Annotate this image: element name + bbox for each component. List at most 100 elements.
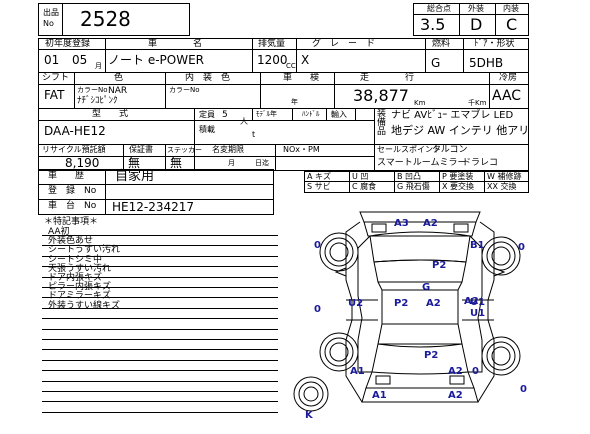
type-label: 型 式: [92, 109, 129, 119]
reg-year: 01: [44, 53, 60, 67]
legend-item: XX 交換: [487, 182, 517, 191]
damage-mark: K: [305, 410, 314, 421]
damage-mark: 0: [472, 366, 479, 377]
recycle-value: 8,190: [65, 156, 100, 170]
damage-mark: A1: [350, 366, 365, 377]
inspection-label: 車 検: [283, 73, 320, 83]
sales-label: セールスポイント: [377, 145, 441, 154]
note-line: 天張うすい汚れ: [48, 263, 112, 274]
nox-label: NOx・PM: [283, 145, 320, 154]
sen-km-unit: 千Km: [468, 99, 487, 107]
model-year-label: ﾓﾃﾞﾙ年: [256, 110, 277, 118]
disp-label: 排気量: [258, 39, 286, 49]
damage-mark: G: [422, 282, 430, 293]
person-unit: 人: [240, 117, 248, 126]
sales-line-2: スマートルームミラー: [377, 158, 467, 168]
load-unit: t: [252, 130, 256, 139]
note-line: ピラー内張キズ: [48, 282, 112, 293]
lot-label: 出品 No: [43, 8, 59, 28]
damage-mark: P2: [424, 350, 438, 361]
lot-number: 2528: [80, 7, 131, 31]
color-label: 色: [114, 73, 124, 83]
shift-label: シフト: [42, 73, 70, 83]
legend-item: P 要塗装: [442, 172, 474, 181]
note-line: 外装うすい線キズ: [48, 300, 121, 311]
legend-item: C 腐食: [352, 182, 377, 191]
year-unit: 年: [291, 98, 298, 106]
import-label: 輸入: [331, 110, 347, 119]
model-value: ノート e-POWER: [108, 53, 204, 67]
equip-line-2: 地デジ AW インテリ 他アリ: [391, 124, 530, 137]
color-no-label: カラーNo: [77, 86, 108, 94]
disp-unit: CC: [286, 62, 296, 70]
int-color-label: 内 装 色: [185, 73, 231, 83]
lot-box: [38, 3, 190, 36]
sales-line-3: ドラレコ: [462, 158, 499, 168]
km-unit: Km: [414, 99, 426, 107]
note-line: ドアミラーキズ: [48, 291, 111, 302]
history-label: 車 歴: [48, 171, 85, 181]
damage-mark: U2: [348, 298, 363, 309]
mileage-label: 走 行: [360, 73, 415, 83]
door-value: 5DHB: [469, 56, 504, 70]
damage-mark: A2: [423, 218, 438, 229]
legend-item: G 飛石傷: [397, 182, 430, 191]
legend-item: U 凹: [352, 172, 369, 181]
reg-no-label: 登 録 No: [48, 186, 97, 196]
handle-label: ﾊﾝﾄﾞﾙ: [302, 110, 320, 118]
sticker-value: 無: [170, 156, 183, 170]
door-label: ﾄﾞｱ・形状: [474, 39, 515, 49]
grade-label: グ レ ー ド: [312, 39, 376, 49]
mileage-value: 38,877: [353, 86, 409, 105]
equip-label: 装備品: [377, 109, 387, 137]
interior-value: C: [506, 15, 518, 34]
damage-mark: A2: [448, 366, 463, 377]
name-change-month-unit: 月: [228, 159, 235, 167]
equip-line-1: ナビ AVﾋﾞｭｰ エマブレ LED: [391, 110, 514, 121]
history-table: [38, 169, 274, 215]
damage-mark: B1: [470, 240, 485, 251]
sales-line-1: クルコン: [432, 145, 468, 155]
exterior-label: 外装: [468, 4, 484, 13]
damage-mark: P2: [394, 298, 408, 309]
info-table: [38, 38, 529, 171]
note-line: ドア内張キズ: [48, 273, 103, 283]
month-unit: 月: [95, 62, 102, 70]
shift-value: FAT: [44, 88, 65, 102]
model-label: 車 名: [148, 39, 203, 49]
name-change-label: 名変期限: [212, 145, 244, 154]
legend-item: B 凹凸: [397, 172, 422, 181]
interior-label: 内装: [503, 4, 519, 13]
damage-mark: U1: [470, 308, 485, 319]
note-line: シートシミ中: [48, 254, 103, 265]
exterior-value: D: [470, 15, 483, 34]
damage-mark: A2: [426, 298, 441, 309]
legend-item: A キズ: [307, 172, 332, 181]
legend-table: [304, 171, 529, 193]
damage-mark: 0: [314, 304, 321, 315]
legend-item: W 補修跡: [487, 172, 522, 181]
recycle-label: リサイクル預託額: [42, 145, 106, 154]
name-change-day-unit: 日迄: [255, 159, 269, 167]
car-outline: [293, 211, 521, 412]
reg-month: 05: [72, 53, 88, 67]
score-value: 3.5: [420, 15, 446, 34]
note-line: 外装色あせ: [48, 236, 94, 247]
damage-mark: A3: [394, 218, 409, 229]
int-color-no-label: カラーNo: [169, 86, 200, 94]
damage-mark: A2: [464, 296, 479, 307]
reg-label: 初年度登録: [45, 39, 91, 49]
capacity-value: 5: [222, 110, 228, 120]
damage-mark: 0: [520, 384, 527, 395]
score-label: 総合点: [427, 4, 451, 13]
note-line: シートうすい汚れ: [48, 245, 121, 256]
ac-value: AAC: [492, 88, 522, 104]
damage-mark: P2: [432, 260, 446, 271]
grade-value: X: [301, 53, 310, 67]
damage-mark: 0: [314, 240, 321, 251]
damage-mark: 0: [518, 242, 525, 253]
chassis-label: 車 台 No: [48, 201, 97, 211]
notes-title: ＊特記事項＊: [44, 217, 99, 227]
fuel-label: 燃料: [432, 39, 451, 49]
